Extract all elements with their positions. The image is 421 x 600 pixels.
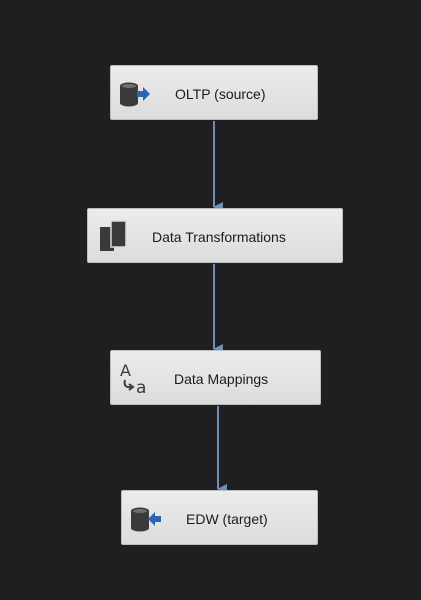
transformation-icon xyxy=(100,220,127,251)
character-map-icon: A a xyxy=(120,361,146,395)
svg-text:A: A xyxy=(120,361,131,380)
task-label: EDW (target) xyxy=(186,511,268,527)
task-label: Data Mappings xyxy=(174,371,269,387)
task-oltp-source[interactable]: OLTP (source) xyxy=(110,65,318,120)
svg-text:a: a xyxy=(136,378,146,395)
database-source-icon xyxy=(120,82,150,107)
task-label: Data Transformations xyxy=(152,229,286,245)
task-data-transformations[interactable]: Data Transformations xyxy=(87,208,343,263)
task-data-mappings[interactable]: A a Data Mappings xyxy=(110,350,321,405)
task-label: OLTP (source) xyxy=(175,86,266,102)
task-edw-target[interactable]: EDW (target) xyxy=(121,490,318,545)
database-destination-icon xyxy=(131,507,161,532)
